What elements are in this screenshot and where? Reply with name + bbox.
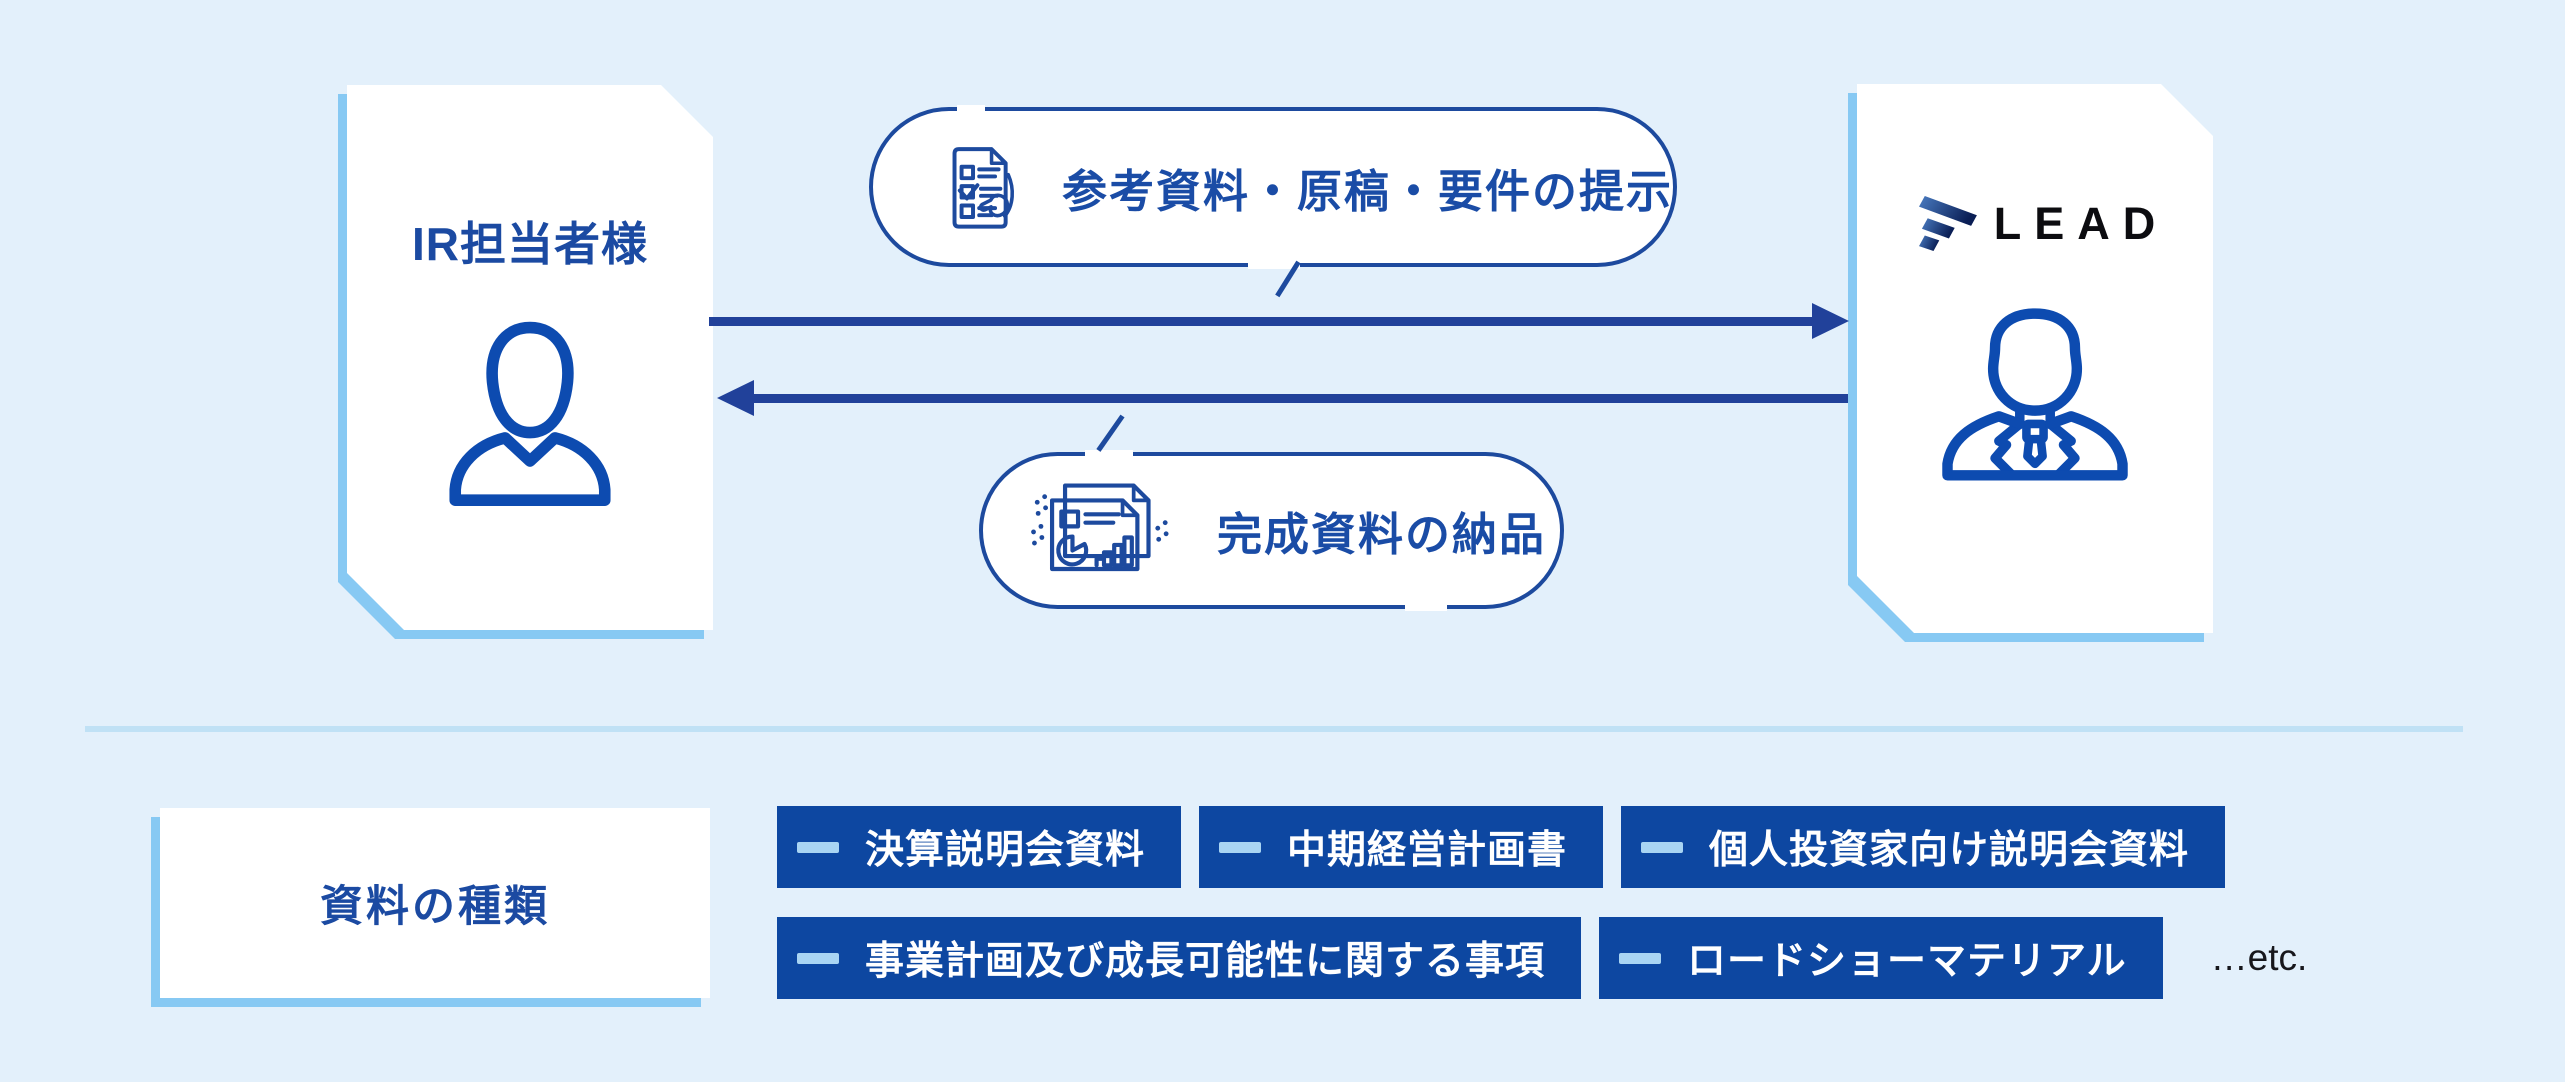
badge-label: 事業計画及び成長可能性に関する事項 [865, 940, 1546, 983]
delivery-bubble-label: 完成資料の納品 [1217, 509, 1547, 560]
request-bubble: 参考資料・原稿・要件の提示 [869, 105, 1677, 269]
checklist-document-icon [952, 147, 1014, 229]
lead-logo-mark-icon [1918, 196, 1977, 251]
dash-icon [797, 841, 839, 853]
badge-label: 個人投資家向け説明会資料 [1709, 829, 2190, 872]
materials-row-2: 事業計画及び成長可能性に関する事項 ロードショーマテリアル …etc. [777, 917, 2307, 999]
badge-chuki: 中期経営計画書 [1199, 806, 1604, 888]
dash-icon [797, 952, 839, 964]
bubble-gap [1248, 259, 1300, 269]
arrow-left-line [753, 394, 1848, 403]
lead-card-face [1857, 84, 2213, 633]
delivered-documents-icon [1031, 482, 1169, 571]
ir-card: IR担当者様 [347, 85, 713, 630]
delivery-bubble: 完成資料の納品 [979, 450, 1564, 611]
arrow-left-head-icon [717, 380, 754, 416]
badge-kessan: 決算説明会資料 [777, 806, 1182, 888]
dash-icon [1619, 952, 1662, 964]
lead-logo-text: LEAD [1993, 198, 2169, 249]
etc-label: …etc. [2210, 937, 2308, 978]
badge-label: 決算説明会資料 [865, 829, 1146, 872]
badge-roadshow: ロードショーマテリアル [1599, 917, 2163, 999]
business-person-icon [1942, 308, 2128, 481]
badge-label: ロードショーマテリアル [1687, 940, 2127, 983]
lead-card: LEAD [1857, 84, 2213, 633]
lead-logo: LEAD [1857, 196, 2213, 251]
arrow-right-head-icon [1812, 303, 1849, 339]
person-icon [449, 321, 611, 507]
arrow-right-line [709, 317, 1813, 326]
materials-row-1: 決算説明会資料 中期経営計画書 個人投資家向け説明会資料 [777, 806, 2226, 888]
materials-card: 資料の種類 [151, 808, 710, 1007]
dash-icon [1641, 841, 1684, 853]
ir-card-title: IR担当者様 [412, 218, 648, 270]
ir-card-face [347, 85, 713, 630]
dash-icon [1219, 841, 1262, 853]
section-divider [85, 726, 2463, 732]
bubble-gap [957, 105, 985, 115]
bubble-gap [1085, 450, 1133, 460]
delivery-bubble-tail [1096, 414, 1125, 452]
badge-jigyo: 事業計画及び成長可能性に関する事項 [777, 917, 1582, 999]
bubble-gap [1405, 601, 1447, 611]
badge-label: 中期経営計画書 [1287, 829, 1568, 872]
sparkle-dots [1031, 493, 1169, 545]
materials-title: 資料の種類 [320, 883, 550, 931]
request-bubble-label: 参考資料・原稿・要件の提示 [1061, 165, 1673, 217]
materials-card-face [160, 808, 710, 998]
badge-kojin: 個人投資家向け説明会資料 [1621, 806, 2226, 888]
